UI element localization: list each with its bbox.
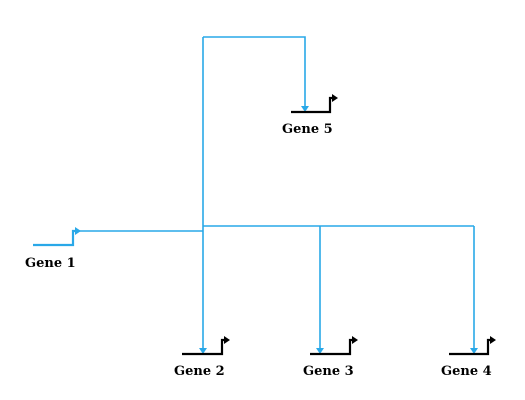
gene-5-promoter-arrow-icon xyxy=(332,94,338,102)
gene-1: Gene 1 xyxy=(25,227,81,271)
edge-gene1-to-gene5 xyxy=(203,36,306,110)
gene-3-promoter-arrow-icon xyxy=(352,336,358,344)
arrowhead-gene4 xyxy=(470,348,478,354)
arrowhead-gene2 xyxy=(199,348,207,354)
regulation-edges xyxy=(78,36,475,352)
arrowhead-gene5 xyxy=(301,106,309,112)
gene-1-promoter-arrow-icon xyxy=(75,227,81,235)
arrowhead-gene3 xyxy=(316,348,324,354)
gene-2-label: Gene 2 xyxy=(174,364,225,379)
gene-2: Gene 2 xyxy=(174,336,230,379)
gene-3-body xyxy=(310,338,353,356)
gene-4-body xyxy=(449,338,491,356)
gene-3-label: Gene 3 xyxy=(303,364,354,379)
gene-4-label: Gene 4 xyxy=(441,364,492,379)
gene-2-body xyxy=(182,338,225,356)
gene-2-promoter-arrow-icon xyxy=(224,336,230,344)
gene-1-body xyxy=(33,229,76,247)
gene-5-body xyxy=(291,96,333,114)
gene-5-label: Gene 5 xyxy=(282,122,333,137)
edge-arrowheads xyxy=(199,106,478,354)
gene-4: Gene 4 xyxy=(441,336,496,379)
gene-1-label: Gene 1 xyxy=(25,256,76,271)
gene-4-promoter-arrow-icon xyxy=(490,336,496,344)
gene-5: Gene 5 xyxy=(282,94,338,137)
gene-3: Gene 3 xyxy=(303,336,358,379)
